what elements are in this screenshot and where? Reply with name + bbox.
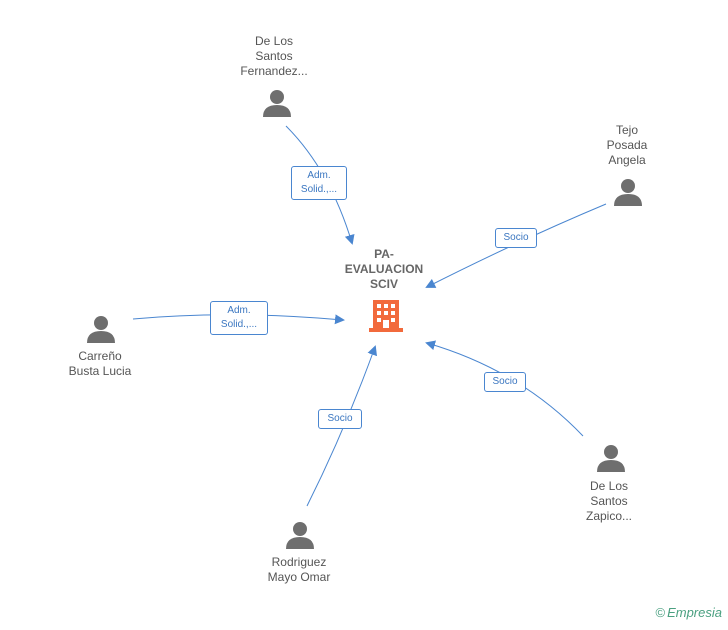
person-name-line: De Los (589, 479, 629, 493)
copyright-symbol: © (655, 605, 666, 620)
edge-label-line: Adm. (307, 170, 331, 181)
person-icon[interactable] (86, 314, 116, 344)
person-name-line: Fernandez... (240, 64, 308, 78)
person-name-line: Angela (608, 153, 646, 167)
edge-label-tejo-posada-angela[interactable]: Socio (495, 228, 537, 248)
person-icon[interactable] (285, 520, 315, 550)
person-name-line: Santos (255, 49, 293, 63)
person-name-line: Zapico... (585, 509, 633, 523)
brand-name: Empresia (667, 605, 722, 620)
edge-label-de-los-santos-fernandez[interactable]: Adm. Solid.,... (291, 166, 347, 200)
company-name[interactable]: PA- EVALUACION SCIV (334, 247, 434, 292)
person-name-line: Busta Lucia (68, 364, 132, 378)
person-name-de-los-santos-zapico[interactable]: De Los Santos Zapico... (559, 479, 659, 524)
person-name-tejo-posada-angela[interactable]: Tejo Posada Angela (577, 123, 677, 168)
person-name-line: Tejo (615, 123, 638, 137)
person-icon[interactable] (613, 177, 643, 207)
brand-footer[interactable]: ©Empresia (655, 605, 722, 620)
edge-label-line: Adm. (227, 305, 251, 316)
edge-label-line: Socio (503, 232, 529, 243)
edge-label-carreno-busta-lucia[interactable]: Adm. Solid.,... (210, 301, 268, 335)
edge-label-line: Solid.,... (220, 319, 258, 330)
company-name-line: PA- (374, 247, 394, 261)
person-name-de-los-santos-fernandez[interactable]: De Los Santos Fernandez... (224, 34, 324, 79)
edge-label-line: Socio (327, 413, 353, 424)
person-name-line: Carreño (78, 349, 122, 363)
company-name-line: EVALUACION (344, 262, 424, 276)
edge-label-de-los-santos-zapico[interactable]: Socio (484, 372, 526, 392)
edge-label-line: Solid.,... (300, 184, 338, 195)
person-name-line: Posada (606, 138, 648, 152)
person-icon[interactable] (596, 443, 626, 473)
person-name-line: Santos (590, 494, 628, 508)
edge-label-rodriguez-mayo-omar[interactable]: Socio (318, 409, 362, 429)
person-icon[interactable] (262, 88, 292, 118)
person-name-rodriguez-mayo-omar[interactable]: Rodriguez Mayo Omar (249, 555, 349, 585)
person-name-line: Rodriguez (271, 555, 327, 569)
building-icon[interactable] (369, 297, 403, 333)
company-name-line: SCIV (369, 277, 398, 291)
person-name-carreno-busta-lucia[interactable]: Carreño Busta Lucia (50, 349, 150, 379)
person-name-line: De Los (254, 34, 294, 48)
edge-label-line: Socio (492, 376, 518, 387)
person-name-line: Mayo Omar (267, 570, 331, 584)
